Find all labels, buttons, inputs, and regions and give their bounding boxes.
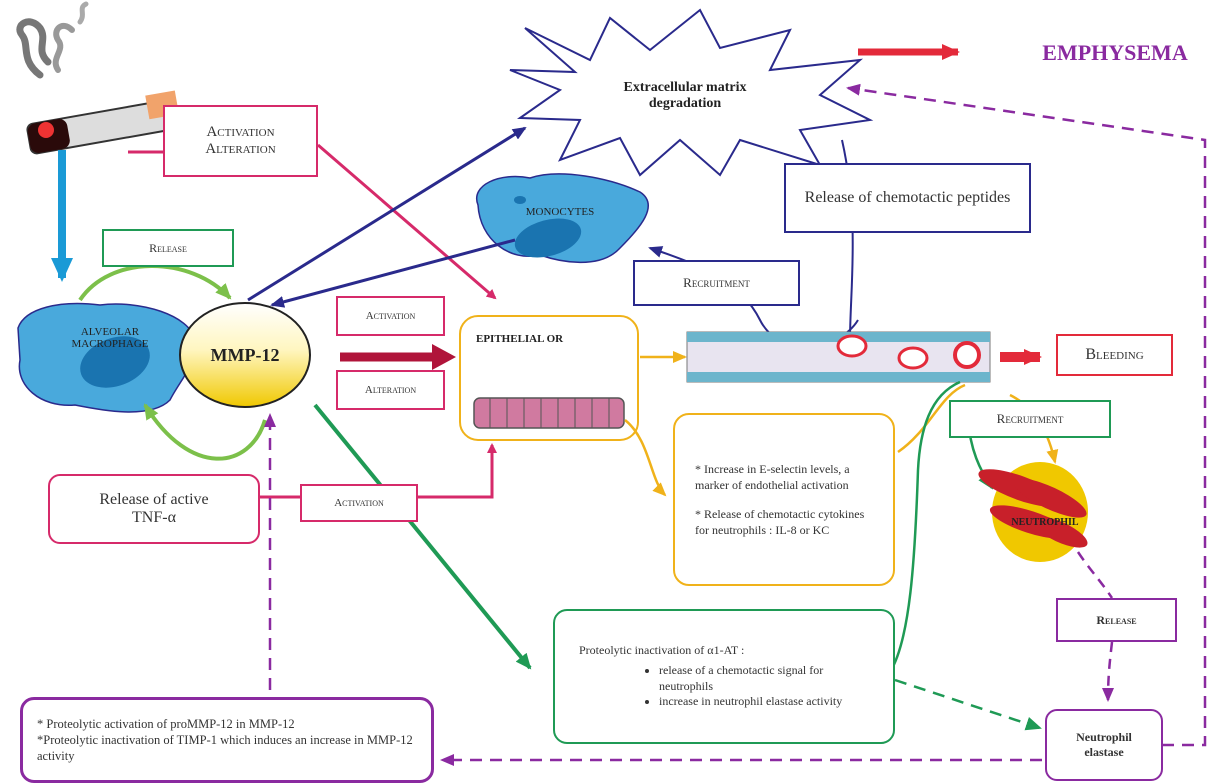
tnf-to-epithelial-arrow bbox=[418, 443, 497, 499]
bleeding-box: Bleeding bbox=[1056, 334, 1173, 376]
promm-text-2: *Proteolytic inactivation of TIMP-1 whic… bbox=[37, 732, 413, 764]
activation-mid-box: Activation bbox=[336, 296, 445, 336]
monocyte-icon bbox=[475, 173, 650, 264]
mmp-to-a1at-arrow bbox=[313, 403, 532, 670]
a1at-item: increase in neutrophil elastase activity bbox=[659, 694, 869, 710]
recruitment-top-box: Recruitment bbox=[633, 260, 800, 306]
alteration-label: Alteration bbox=[205, 141, 276, 157]
activation-label: Activation bbox=[206, 124, 275, 140]
a1at-box: Proteolytic inactivation of α1-AT : rele… bbox=[553, 609, 895, 744]
mmp-to-ecm-arrow bbox=[247, 126, 527, 302]
chemotactic-peptides-box: Release of chemotactic peptides bbox=[784, 163, 1031, 233]
tnf-to-macrophage-arrow bbox=[143, 403, 267, 461]
a1at-title: Proteolytic inactivation of α1-AT : bbox=[579, 643, 745, 658]
neutrophil-label: NEUTROPHIL bbox=[1011, 516, 1079, 528]
blood-vessel-icon bbox=[686, 331, 991, 383]
promm-box: * Proteolytic activation of proMMP-12 in… bbox=[20, 697, 434, 783]
mmp12-node bbox=[179, 302, 311, 408]
epithelial-cells-icon bbox=[473, 397, 625, 429]
neutrophil-elastase-box: Neutrophil elastase bbox=[1045, 709, 1163, 781]
release-right-box: Release bbox=[1056, 598, 1177, 642]
tnf-box: Release of active TNF-α bbox=[48, 474, 260, 544]
a1at-to-elastase-dashed bbox=[894, 678, 1042, 731]
release-to-elastase-dashed bbox=[1102, 641, 1115, 702]
promm-text-1: * Proteolytic activation of proMMP-12 in… bbox=[37, 716, 295, 731]
alveolar-macrophage-icon bbox=[17, 302, 197, 413]
ecm-degradation-label: Extracellular matrix degradation bbox=[623, 80, 747, 111]
release-top-box: Release bbox=[102, 229, 234, 267]
activation-alteration-box: Activation Alteration bbox=[163, 105, 318, 177]
a1at-list: release of a chemotactic signal for neut… bbox=[579, 663, 869, 710]
monocyte-label: MONOCYTES bbox=[525, 206, 595, 218]
a1at-item: release of a chemotactic signal for neut… bbox=[659, 663, 869, 694]
eselectin-box: * Increase in E-selectin levels, a marke… bbox=[673, 413, 895, 586]
elastase-to-ecm-dashed bbox=[846, 83, 1207, 747]
cigarette-icon bbox=[16, 1, 180, 155]
eselectin-text: * Increase in E-selectin levels, a marke… bbox=[695, 462, 850, 493]
monocyte-to-mmp-arrow bbox=[270, 238, 516, 308]
alveolar-macrophage-label: ALVEOLAR MACROPHAGE bbox=[71, 326, 149, 350]
macrophage-release-arrow bbox=[78, 264, 232, 302]
cytokines-text: * Release of chemotactic cytokines for n… bbox=[695, 506, 865, 537]
emphysema-label: EMPHYSEMA bbox=[1008, 38, 1222, 68]
activation-low-box: Activation bbox=[300, 484, 418, 522]
alteration-mid-box: Alteration bbox=[336, 370, 445, 410]
mmp12-label: MMP-12 bbox=[210, 344, 280, 365]
epithelial-label: EPITHELIAL OR bbox=[476, 333, 564, 345]
recruitment-right-box: Recruitment bbox=[949, 400, 1111, 438]
neutrophil-icon bbox=[978, 462, 1088, 562]
activation-to-epithelial-arrow bbox=[317, 143, 497, 300]
